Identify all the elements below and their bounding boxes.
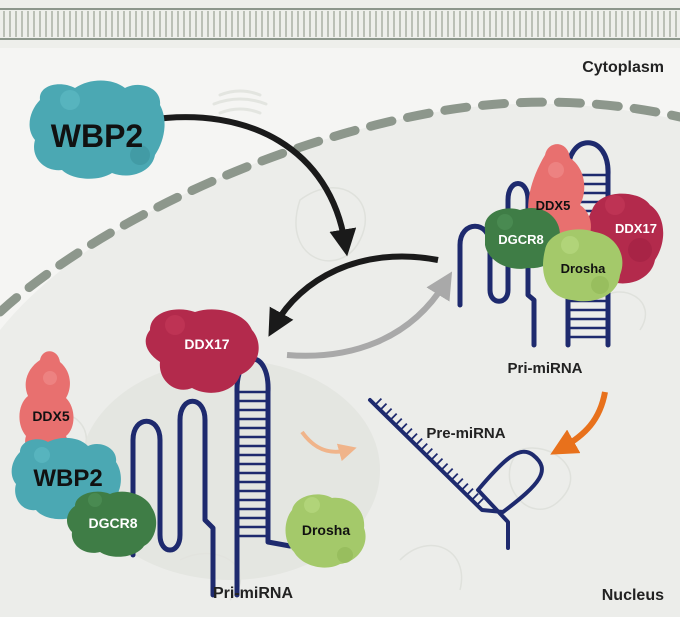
nucleotide-tick — [374, 397, 383, 406]
nucleotide-tick — [440, 462, 449, 471]
left-dgcr8-label: DGCR8 — [88, 515, 137, 531]
nucleotide-tick — [389, 412, 398, 421]
pre-mirna — [368, 398, 544, 550]
plasma-membrane — [0, 0, 680, 48]
left-pri-mirna-label: Pri-miRNA — [213, 585, 293, 602]
wbp2-top-blob — [29, 80, 165, 179]
nucleotide-tick — [455, 477, 464, 486]
right-dgcr8-label: DGCR8 — [498, 232, 544, 247]
pre-mirna-ticks — [374, 397, 484, 506]
nucleotide-tick — [460, 482, 469, 491]
left-ddx5-blob — [19, 351, 74, 461]
nucleotide-tick — [394, 417, 403, 426]
right-ddx5-label: DDX5 — [536, 198, 571, 213]
nucleotide-tick — [471, 492, 479, 501]
import-arrow — [147, 114, 357, 257]
exchange-arrow — [268, 253, 439, 337]
nucleotide-tick — [379, 402, 388, 411]
nucleotide-tick — [420, 442, 428, 451]
nucleotide-tick — [430, 452, 439, 461]
left-pri-mirna-rungs — [237, 390, 268, 538]
nucleotide-tick — [384, 407, 393, 416]
wbp2-top-label: WBP2 — [51, 118, 143, 154]
nucleotide-tick — [399, 422, 408, 431]
nucleus-label: Nucleus — [602, 587, 664, 604]
nucleotide-tick — [476, 497, 484, 506]
nucleotide-tick — [445, 467, 454, 476]
left-drosha-label: Drosha — [302, 522, 350, 538]
nucleotide-tick — [404, 427, 413, 436]
left-ddx17-label: DDX17 — [184, 336, 229, 352]
cytoplasm-label: Cytoplasm — [582, 59, 664, 76]
left-ddx5-label: DDX5 — [32, 408, 70, 424]
golgi-decoration — [212, 89, 268, 115]
right-ddx17-label: DDX17 — [615, 221, 657, 236]
processing-arrow — [550, 391, 608, 455]
nucleotide-tick — [466, 487, 474, 496]
nucleotide-tick — [425, 447, 433, 456]
reverse-arrow — [286, 271, 453, 359]
nucleotide-tick — [450, 472, 459, 481]
right-drosha-blob — [543, 229, 623, 302]
processing-arrow-faint — [300, 430, 357, 462]
left-drosha-blob — [285, 494, 366, 568]
left-wbp2-label: WBP2 — [33, 465, 102, 492]
right-dgcr8-blob — [484, 207, 561, 269]
left-dgcr8-blob — [66, 491, 157, 557]
nucleotide-tick — [415, 437, 423, 446]
nucleotide-tick — [435, 457, 444, 466]
nuclear-envelope — [0, 97, 680, 317]
pre-mirna-label: Pre-miRNA — [426, 425, 505, 442]
right-pri-mirna-label: Pri-miRNA — [507, 360, 582, 377]
nucleotide-tick — [410, 432, 418, 441]
right-drosha-label: Drosha — [561, 261, 607, 276]
left-ddx17-blob — [145, 309, 259, 393]
